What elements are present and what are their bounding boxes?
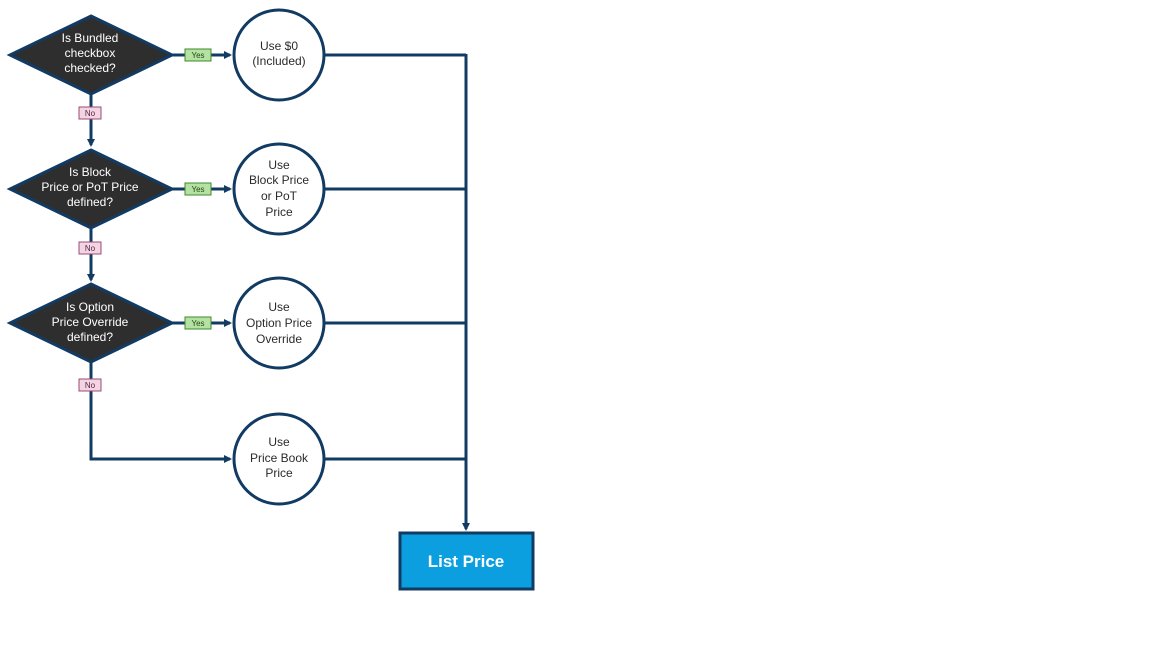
no-tag-label: No	[85, 109, 96, 118]
yes-tag-3: Yes	[184, 316, 212, 330]
outcome-line: Price Book	[250, 451, 309, 465]
outcome-line: Use $0	[260, 39, 298, 53]
outcome-line: Block Price	[249, 173, 309, 187]
no-tag-2: No	[78, 241, 102, 255]
decision-bundled: Is Bundled checkbox checked?	[6, 14, 176, 96]
decision-line: Price Override	[52, 315, 129, 329]
no-tag-3: No	[78, 378, 102, 392]
no-tag-1: No	[78, 106, 102, 120]
yes-tag-label: Yes	[191, 319, 204, 328]
outcome-line: Use	[268, 435, 290, 449]
outcome-line: (Included)	[252, 54, 305, 68]
no-arrow-3	[89, 362, 232, 463]
no-tag-label: No	[85, 381, 96, 390]
decision-line: Price or PoT Price	[41, 180, 138, 194]
yes-tag-label: Yes	[191, 185, 204, 194]
outcome-line: or PoT	[261, 189, 298, 203]
yes-tag-2: Yes	[184, 182, 212, 196]
decision-block-price: Is Block Price or PoT Price defined?	[6, 148, 176, 230]
result-label: List Price	[428, 552, 505, 571]
decision-line: checkbox	[65, 46, 116, 60]
outcome-line: Use	[268, 300, 290, 314]
decision-option-override: Is Option Price Override defined?	[6, 282, 176, 364]
outcome-line: Price	[265, 466, 293, 480]
outcome-line: Option Price	[246, 316, 312, 330]
decision-nodes: Is Bundled checkbox checked? Is Block Pr…	[6, 14, 176, 364]
decision-line: checked?	[64, 61, 116, 75]
decision-line: defined?	[67, 330, 113, 344]
result-box: List Price	[398, 531, 535, 591]
yes-tag-1: Yes	[184, 48, 212, 62]
outcome-line: Price	[265, 205, 293, 219]
decision-line: Is Bundled	[62, 31, 119, 45]
decision-line: Is Block	[69, 165, 112, 179]
outcome-nodes: Use $0 (Included) Use Block Price or PoT…	[232, 8, 326, 506]
outcome-block-price: Use Block Price or PoT Price	[232, 142, 326, 236]
outcome-price-book: Use Price Book Price	[232, 412, 326, 506]
outcome-option-price: Use Option Price Override	[232, 276, 326, 370]
yes-tag-label: Yes	[191, 51, 204, 60]
no-tag-label: No	[85, 244, 96, 253]
decision-line: Is Option	[66, 300, 114, 314]
decision-line: defined?	[67, 195, 113, 209]
outcome-zero: Use $0 (Included)	[232, 8, 326, 102]
branch-tags: Yes Yes Yes No No No	[78, 48, 212, 392]
outcome-line: Use	[268, 158, 290, 172]
outcome-line: Override	[256, 332, 302, 346]
